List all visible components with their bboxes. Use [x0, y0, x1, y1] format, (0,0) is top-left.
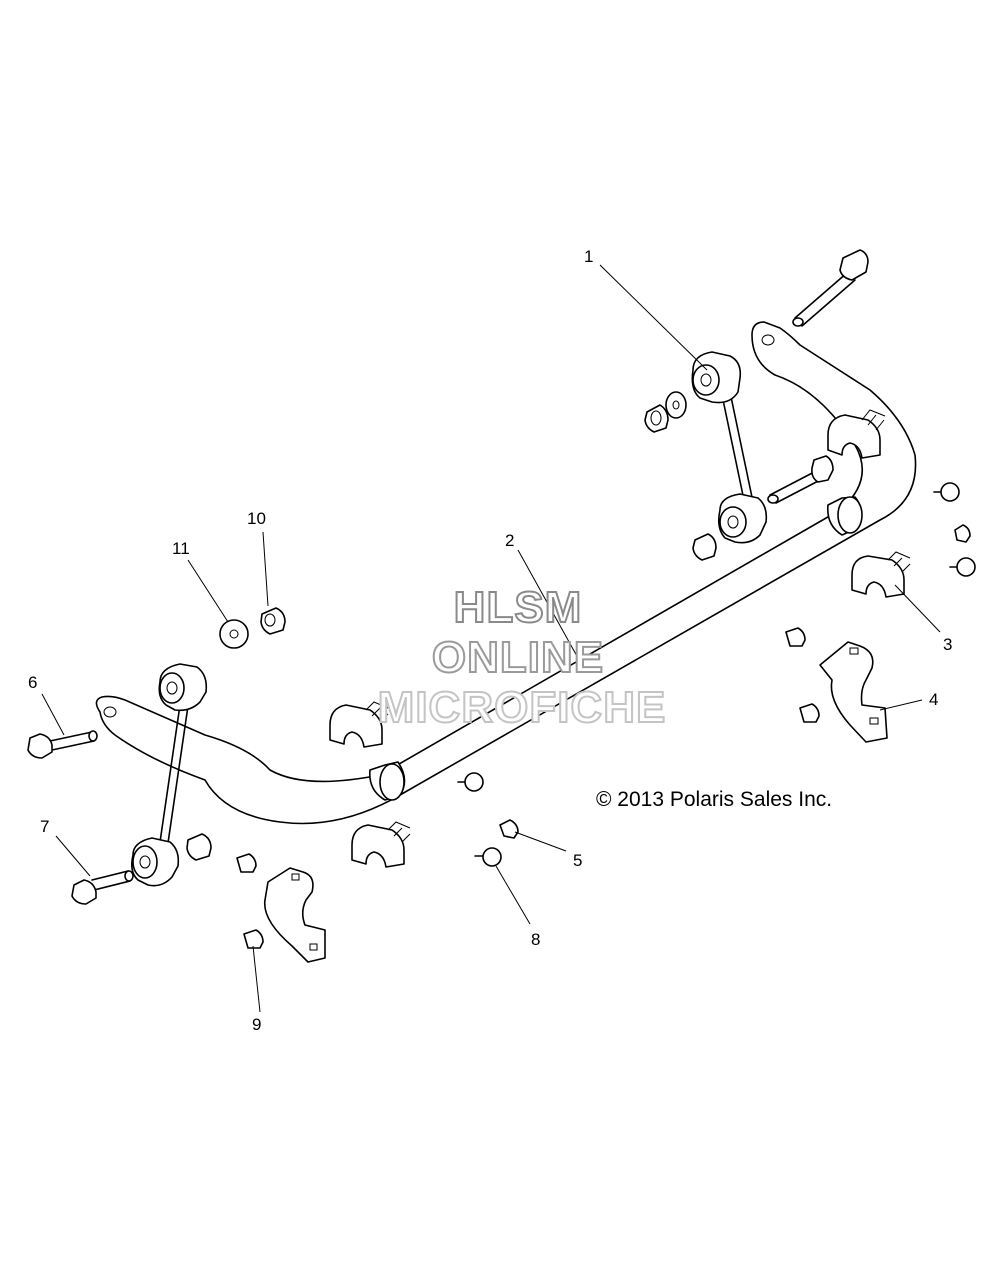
nut-clamp-left-1 — [236, 853, 257, 873]
stabilizer-link-right — [691, 351, 768, 544]
callout-3: 3 — [943, 635, 952, 654]
bolt-part-7 — [71, 870, 134, 905]
bolt-part-6 — [27, 730, 98, 759]
callout-10: 10 — [247, 509, 266, 528]
copyright-text: © 2013 Polaris Sales Inc. — [596, 788, 832, 811]
nut-right-lower — [692, 533, 717, 561]
callout-7: 7 — [40, 817, 49, 836]
watermark-line-2: ONLINE — [432, 633, 604, 682]
push-pin-center — [457, 772, 484, 792]
callout-9: 9 — [252, 1015, 261, 1034]
leader-lines — [41, 264, 941, 1013]
bushing-left-upper — [329, 701, 389, 748]
washer-part-11 — [219, 619, 249, 649]
stabilizer-bar — [95, 321, 917, 825]
screw-right — [954, 524, 971, 543]
nut-clamp-right-1 — [785, 627, 806, 647]
bushing-right-upper — [827, 409, 886, 459]
bar-bushing-left — [368, 761, 406, 801]
bolt-link-right-lower — [767, 455, 834, 504]
callout-8: 8 — [531, 930, 540, 949]
push-pin-right-1 — [933, 482, 960, 502]
push-pin-right-2 — [949, 557, 976, 577]
clamp-part-4 — [819, 641, 888, 743]
nut-part-9 — [243, 929, 264, 949]
nut-part-10 — [260, 607, 286, 635]
watermark: HLSM ONLINE MICROFICHE — [377, 582, 667, 733]
screw-part-5 — [499, 819, 519, 839]
bushing-part-3 — [851, 551, 911, 598]
nut-left-lower — [186, 833, 212, 861]
callout-6: 6 — [28, 673, 37, 692]
callout-4: 4 — [929, 690, 938, 709]
washer-right-upper — [665, 391, 687, 419]
nut-clamp-right-2 — [799, 703, 820, 723]
callout-5: 5 — [573, 851, 582, 870]
callout-2: 2 — [505, 531, 514, 550]
callout-11: 11 — [172, 539, 190, 558]
push-pin-part-8 — [474, 847, 502, 867]
watermark-line-1: HLSM — [454, 583, 583, 632]
bolt-top-right — [792, 249, 869, 327]
bushing-left-lower — [351, 821, 411, 868]
stabilizer-link-left — [131, 663, 208, 887]
callout-1: 1 — [584, 247, 593, 266]
nut-right-upper — [644, 404, 669, 433]
clamp-left — [263, 867, 326, 963]
bar-bushing-right — [826, 496, 863, 536]
watermark-line-3: MICROFICHE — [378, 683, 667, 732]
